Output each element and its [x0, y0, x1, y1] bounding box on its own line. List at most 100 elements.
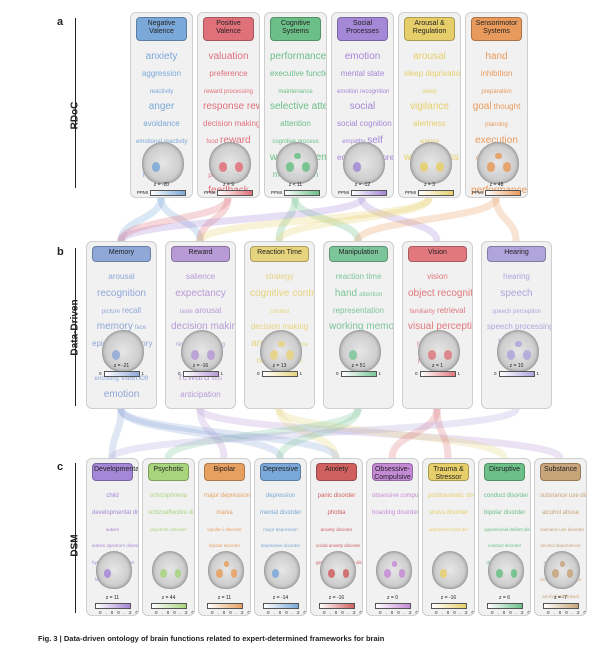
- dsm-tick: 0.4: [472, 610, 474, 615]
- flow-ribbon: [117, 407, 340, 460]
- dsm-z-label: z = 6: [499, 595, 510, 601]
- dsm-word: anxiety disorder: [320, 526, 353, 532]
- dsm-z-label: z = 11: [105, 595, 120, 601]
- rdoc-colorbar-gradient: [418, 190, 454, 196]
- dsm-colorbar-ticks: 0.00.20.4: [535, 610, 586, 615]
- dd-card-title: Vision: [408, 246, 467, 262]
- dd-activation-blob: [444, 350, 453, 360]
- panel-letter-b: b: [57, 246, 64, 258]
- dd-activation-blob: [207, 350, 216, 360]
- dsm-colorbar-ticks: 0.00.20.4: [311, 610, 362, 615]
- rdoc-word: sleep: [422, 88, 437, 95]
- dsm-colorbar-gradient: [318, 603, 355, 609]
- dd-word: encoding: [94, 375, 119, 382]
- dsm-word: autism spectrum disorder: [92, 543, 139, 549]
- dsm-activation-blob: [328, 569, 336, 578]
- dd-card-title: Reward: [171, 246, 230, 262]
- dsm-word: schizophrenia: [149, 493, 188, 499]
- rdoc-colorbar-ticks: 0.00.30.6: [399, 197, 460, 198]
- rdoc-colorbar-ticks: 0.00.30.6: [131, 197, 192, 198]
- dsm-word-cloud: posttraumatic stress disorder stress diso…: [427, 485, 474, 535]
- dd-colorbar-gradient: [340, 371, 377, 377]
- rdoc-activation-blob: [486, 162, 495, 172]
- rdoc-word: decision making: [203, 119, 260, 129]
- dd-word: arousal: [194, 305, 222, 315]
- rdoc-word: emotional reactivity: [136, 138, 188, 145]
- dsm-word: mania: [216, 509, 233, 516]
- dd-activation-blob: [111, 350, 120, 360]
- rdoc-colorbar: PPMI: [332, 190, 393, 196]
- dsm-tick: 0.2: [229, 610, 248, 615]
- rdoc-ppmi-label: PPMI: [337, 190, 349, 196]
- dsm-word-cloud: obsessive compulsive disorderhoarding di…: [371, 485, 418, 519]
- dsm-word: oppositional defiant disorder: [484, 526, 530, 532]
- dsm-colorbar-gradient: [430, 603, 467, 609]
- rdoc-tick: 0.3: [295, 197, 313, 198]
- dd-word: attention: [359, 291, 383, 298]
- dd-colorbar-gradient: [182, 371, 219, 377]
- dsm-word: major depression: [263, 526, 298, 532]
- rdoc-word: executive function: [270, 68, 326, 78]
- panel-letter-a: a: [57, 16, 64, 28]
- rdoc-activation-blob: [218, 162, 227, 172]
- dd-word: speech processing: [487, 322, 552, 332]
- rdoc-word: attention: [280, 119, 311, 129]
- dsm-tick: 0.0: [155, 610, 174, 615]
- dd-activation-blob: [506, 350, 515, 360]
- dd-activation-blob: [278, 340, 286, 348]
- dsm-tick: 0.0: [435, 610, 454, 615]
- rdoc-z-label: z = -12: [354, 182, 371, 188]
- dsm-z-label: z = -16: [440, 595, 457, 601]
- flow-ribbon: [275, 408, 340, 459]
- dsm-colorbar: [87, 603, 138, 609]
- rdoc-card-title: Negative Valence: [136, 17, 187, 41]
- panel-letter-c: c: [57, 461, 64, 473]
- dsm-axis: [75, 463, 76, 613]
- dsm-word: stress disorder: [428, 509, 469, 516]
- rdoc-tick: 0.0: [277, 197, 295, 198]
- dsm-colorbar-gradient: [262, 603, 299, 609]
- dd-word: speech: [500, 287, 533, 299]
- dsm-card-title: Developmental: [92, 463, 138, 481]
- dd-activation-blob: [523, 350, 532, 360]
- dsm-activation-blob: [384, 569, 392, 578]
- rdoc-word: anxiety: [145, 51, 178, 62]
- dsm-activation-blob: [559, 560, 566, 567]
- dd-z-label: z = 1: [432, 363, 443, 369]
- rdoc-colorbar-gradient: [351, 190, 387, 196]
- dd-tick: 0: [493, 371, 497, 377]
- rdoc-word: social: [349, 101, 376, 113]
- dd-word: representation: [332, 305, 385, 315]
- dsm-z-label: z = -14: [272, 595, 289, 601]
- rdoc-word: planning: [485, 122, 508, 129]
- dd-colorbar-gradient: [103, 371, 140, 377]
- dd-word: loss: [211, 375, 223, 382]
- dsm-tick: 0.2: [285, 610, 304, 615]
- rdoc-card-title: Positive Valence: [203, 17, 254, 41]
- dsm-card-title: Disruptive: [484, 463, 525, 481]
- rdoc-brain-image: [476, 142, 519, 184]
- dsm-word: posttraumatic stress disorder: [428, 493, 474, 499]
- rdoc-tick: 0.0: [411, 197, 429, 198]
- dsm-activation-blob: [160, 569, 168, 578]
- rdoc-brain-image: [275, 142, 318, 184]
- flow-ribbon: [117, 196, 366, 243]
- dd-word: recognition: [97, 287, 146, 299]
- flow-ribbon: [275, 196, 433, 243]
- dsm-activation-blob: [398, 569, 406, 578]
- dd-tick: 1: [299, 371, 303, 377]
- flow-ribbon: [117, 197, 165, 242]
- flow-ribbon: [433, 408, 452, 459]
- dsm-tick: 0.4: [528, 610, 530, 615]
- rdoc-word: mental state: [340, 68, 385, 78]
- dd-word: recall: [121, 305, 142, 315]
- dsm-word: bipolar disorder: [208, 543, 241, 549]
